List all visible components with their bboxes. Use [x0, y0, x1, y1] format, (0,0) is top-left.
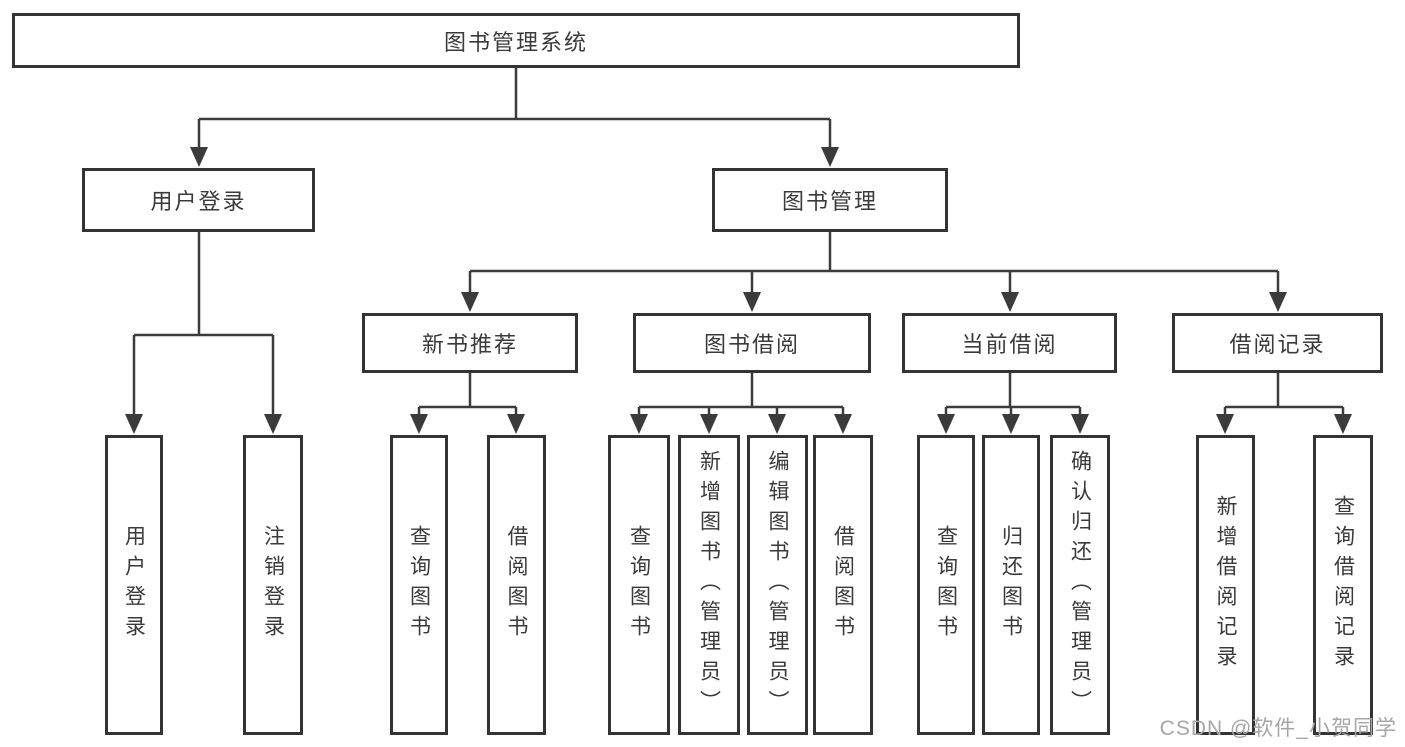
leaf-recommend-borrow-book: 借阅图书 [487, 435, 546, 735]
leaf-current-confirm-return-admin: 确认归还（管理员） [1050, 435, 1110, 735]
node-root-label: 图书管理系统 [443, 29, 588, 55]
leaf-records-add-record: 新增借阅记录 [1196, 435, 1255, 735]
connector-root-to-level2 [190, 66, 839, 167]
leaf-records-query-record: 查询借阅记录 [1313, 435, 1373, 735]
leaf-current-query-book: 查询图书 [917, 435, 975, 735]
connector-current-to-leaves [937, 371, 1089, 434]
node-current-borrow-label: 当前借阅 [961, 332, 1058, 357]
connector-login-to-leaves [125, 230, 282, 434]
node-book-management: 图书管理 [712, 168, 948, 232]
node-current-borrow: 当前借阅 [902, 313, 1117, 373]
leaf-recommend-borrow-book-label: 借阅图书 [505, 525, 528, 645]
leaf-borrow-query-book-label: 查询图书 [627, 525, 651, 645]
leaf-borrow-borrow-book: 借阅图书 [813, 435, 873, 735]
leaf-records-query-record-label: 查询借阅记录 [1331, 495, 1355, 675]
node-user-login-label: 用户登录 [150, 189, 247, 214]
connector-recommend-to-leaves [410, 371, 525, 434]
leaf-records-add-record-label: 新增借阅记录 [1214, 495, 1237, 675]
leaf-borrow-add-book-admin: 新增图书（管理员） [678, 435, 740, 735]
leaf-borrow-edit-book-admin-label: 编辑图书（管理员） [766, 450, 789, 720]
leaf-logout-label: 注销登录 [261, 525, 285, 645]
leaf-recommend-query-book-label: 查询图书 [407, 525, 431, 645]
leaf-user-login: 用户登录 [105, 435, 163, 735]
node-new-book-recommend-label: 新书推荐 [421, 332, 518, 357]
node-book-management-label: 图书管理 [781, 189, 878, 214]
node-book-borrow: 图书借阅 [633, 313, 871, 373]
leaf-current-query-book-label: 查询图书 [934, 525, 958, 645]
leaf-borrow-query-book: 查询图书 [608, 435, 670, 735]
connector-mgmt-to-level3 [461, 230, 1287, 312]
node-borrow-records: 借阅记录 [1172, 313, 1383, 373]
node-root: 图书管理系统 [12, 13, 1020, 68]
leaf-borrow-borrow-book-label: 借阅图书 [831, 525, 855, 645]
leaf-user-login-label: 用户登录 [122, 525, 146, 645]
leaf-recommend-query-book: 查询图书 [390, 435, 448, 735]
connector-records-to-leaves [1216, 371, 1352, 434]
leaf-current-return-book-label: 归还图书 [999, 525, 1023, 645]
leaf-current-return-book: 归还图书 [982, 435, 1040, 735]
node-new-book-recommend: 新书推荐 [362, 313, 578, 373]
leaf-logout: 注销登录 [243, 435, 303, 735]
leaf-borrow-edit-book-admin: 编辑图书（管理员） [747, 435, 808, 735]
leaf-borrow-add-book-admin-label: 新增图书（管理员） [697, 450, 721, 720]
node-user-login: 用户登录 [82, 168, 315, 232]
leaf-current-confirm-return-admin-label: 确认归还（管理员） [1068, 450, 1092, 720]
node-borrow-records-label: 借阅记录 [1229, 332, 1326, 357]
connector-borrow-to-leaves [630, 371, 852, 434]
node-book-borrow-label: 图书借阅 [703, 332, 800, 357]
